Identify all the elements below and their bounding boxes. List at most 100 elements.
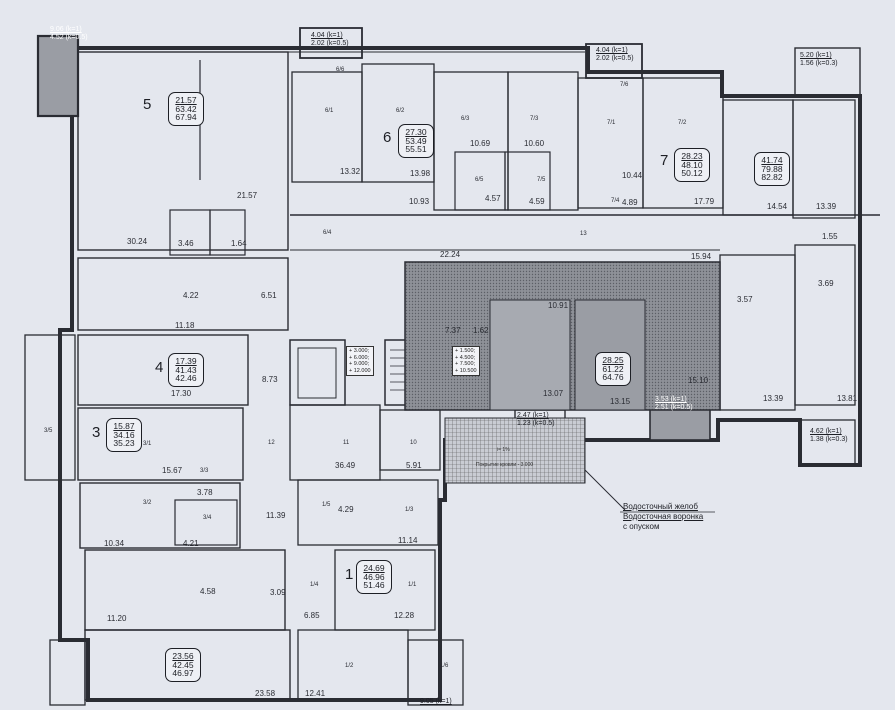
- room-id: 7/4: [611, 198, 620, 204]
- apartment-area-box: 21.57 63.42 67.94: [168, 92, 204, 126]
- room-area: 4.57: [485, 194, 501, 203]
- room-area: 3.78: [197, 488, 213, 497]
- balcony-line: 3.53 (k=1): [655, 396, 687, 403]
- balcony-line: 4.04 (k=1): [596, 47, 628, 54]
- room-area: 3.57: [737, 295, 753, 304]
- balcony-label: 5.20 (k=1) 1.56 (k=0.3): [800, 52, 838, 68]
- room-area: 4.58: [200, 587, 216, 596]
- room-area: 13.39: [816, 202, 837, 211]
- room-area: 23.58: [255, 689, 276, 698]
- apartment-number: 5: [143, 96, 152, 113]
- room-id: 1/6: [440, 663, 449, 669]
- total-area: 63.42: [175, 103, 197, 114]
- room-id: 7/6: [620, 82, 629, 88]
- room-area: 10.44: [622, 171, 643, 180]
- room-area: 36.49: [335, 461, 356, 470]
- living-area: 15.87: [113, 420, 135, 431]
- apartment-number: 6: [383, 129, 392, 146]
- elevation-line: + 7.500;: [455, 361, 476, 368]
- room-id: 3/3: [200, 468, 209, 474]
- room-area: 13.81: [837, 394, 858, 403]
- room-id: 11: [343, 440, 350, 446]
- room-area: 4.22: [183, 291, 199, 300]
- room-area: 5.91: [406, 461, 422, 470]
- balcony-line: 1.56 (k=0.3): [800, 60, 838, 68]
- room-id: 7/3: [530, 116, 539, 122]
- room-area: 1.55: [822, 232, 838, 241]
- balcony-line: 4.04 (k=1): [311, 32, 343, 39]
- apartment-area-box: 15.87 34.16 35.23: [106, 418, 142, 452]
- balcony-line: 4.52 (k=0.5): [50, 34, 88, 42]
- elevation-note: + 3.000; + 6.000; + 9.000; + 12.000: [346, 346, 374, 377]
- room-id: 6/1: [325, 108, 334, 114]
- total-area: 42.45: [172, 659, 194, 670]
- room-id: 1/1: [408, 582, 417, 588]
- balcony-label: 4.62 (k=1) 1.38 (k=0.3): [810, 428, 848, 444]
- room-area: 4.59: [529, 197, 545, 206]
- room-area: 6.85: [304, 611, 320, 620]
- balcony-label: 4.04 (k=1) 2.02 (k=0.5): [311, 32, 349, 48]
- total-area: 53.49: [405, 135, 427, 146]
- balcony-line: 1.38 (k=0.3): [810, 436, 848, 444]
- total-area: 41.43: [175, 364, 197, 375]
- living-area: 28.25: [602, 354, 624, 365]
- room-area: 10.34: [104, 539, 125, 548]
- apartment-area-box: 41.74 79.88 82.82: [754, 152, 790, 186]
- room-id: 12: [268, 440, 275, 446]
- balcony-line: 2.51 (k=0.5): [655, 404, 693, 412]
- living-area: 41.74: [761, 154, 783, 165]
- apartment-area-box: 24.69 46.96 51.46: [356, 560, 392, 594]
- room-id: 13: [580, 231, 587, 237]
- drainage-annotation: Водосточный желоб Водосточная воронка с …: [623, 502, 703, 532]
- room-area: 14.54: [767, 202, 788, 211]
- total-area-k: 35.23: [113, 438, 135, 449]
- room-area: 13.07: [543, 389, 564, 398]
- apartment-number: 4: [155, 359, 164, 376]
- balcony-line: 2.47 (k=1): [517, 412, 549, 419]
- annotation-funnel: Водосточная воронка: [623, 512, 704, 521]
- room-area: 21.57: [237, 191, 258, 200]
- total-area-k: 64.76: [602, 372, 624, 383]
- total-area: 48.10: [681, 159, 703, 170]
- room-id: 7/1: [607, 120, 616, 126]
- room-area: 15.67: [162, 466, 183, 475]
- apartment-area-box: 28.25 61.22 64.76: [595, 352, 631, 386]
- room-id: 3/2: [143, 500, 152, 506]
- room-area: 3.09: [270, 588, 286, 597]
- total-area-k: 67.94: [175, 112, 197, 123]
- room-area: 22.24: [440, 250, 461, 259]
- elevation-line: + 4.500;: [455, 354, 476, 361]
- total-area: 79.88: [761, 163, 783, 174]
- room-area: 13.98: [410, 169, 431, 178]
- room-area: 4.29: [338, 505, 354, 514]
- room-area: 1.62: [473, 326, 489, 335]
- balcony-line: 2.02 (k=0.5): [311, 40, 349, 48]
- apartment-number: 1: [345, 566, 354, 583]
- total-area-k: 82.82: [761, 172, 783, 183]
- room-area: 3.46: [178, 239, 194, 248]
- apartment-area-box: 17.39 41.43 42.46: [168, 353, 204, 387]
- apartment-area-box: 27.30 53.49 55.51: [398, 124, 434, 158]
- elevation-line: + 3.000;: [349, 348, 370, 354]
- room-id: 6/3: [461, 116, 470, 122]
- room-id: 10: [410, 440, 417, 446]
- living-area: 21.57: [175, 94, 197, 105]
- room-id: 7/2: [678, 120, 687, 126]
- room-area: 11.18: [175, 321, 195, 330]
- balcony-line: 4.62 (k=1): [810, 428, 842, 435]
- apartment-area-box: 28.23 48.10 50.12: [674, 148, 710, 182]
- balcony-line: 9.05 (k=1): [420, 698, 452, 705]
- annotation-funnel2: с опуском: [623, 522, 660, 531]
- room-area: 6.51: [261, 291, 277, 300]
- room-area: 15.10: [688, 376, 709, 385]
- room-area: 11.14: [398, 536, 418, 545]
- slope-note: i= 1%: [497, 447, 510, 453]
- room-area: 15.94: [691, 252, 712, 261]
- room-id: 1/5: [322, 502, 331, 508]
- annotation-gutter: Водосточный желоб: [623, 502, 698, 511]
- room-area: 11.39: [266, 511, 286, 520]
- room-area: 4.21: [183, 539, 199, 548]
- balcony-line: 9.06 (k=1): [50, 26, 82, 33]
- room-area: 8.73: [262, 375, 278, 384]
- balcony-line: 1.23 (k=0.5): [517, 420, 555, 428]
